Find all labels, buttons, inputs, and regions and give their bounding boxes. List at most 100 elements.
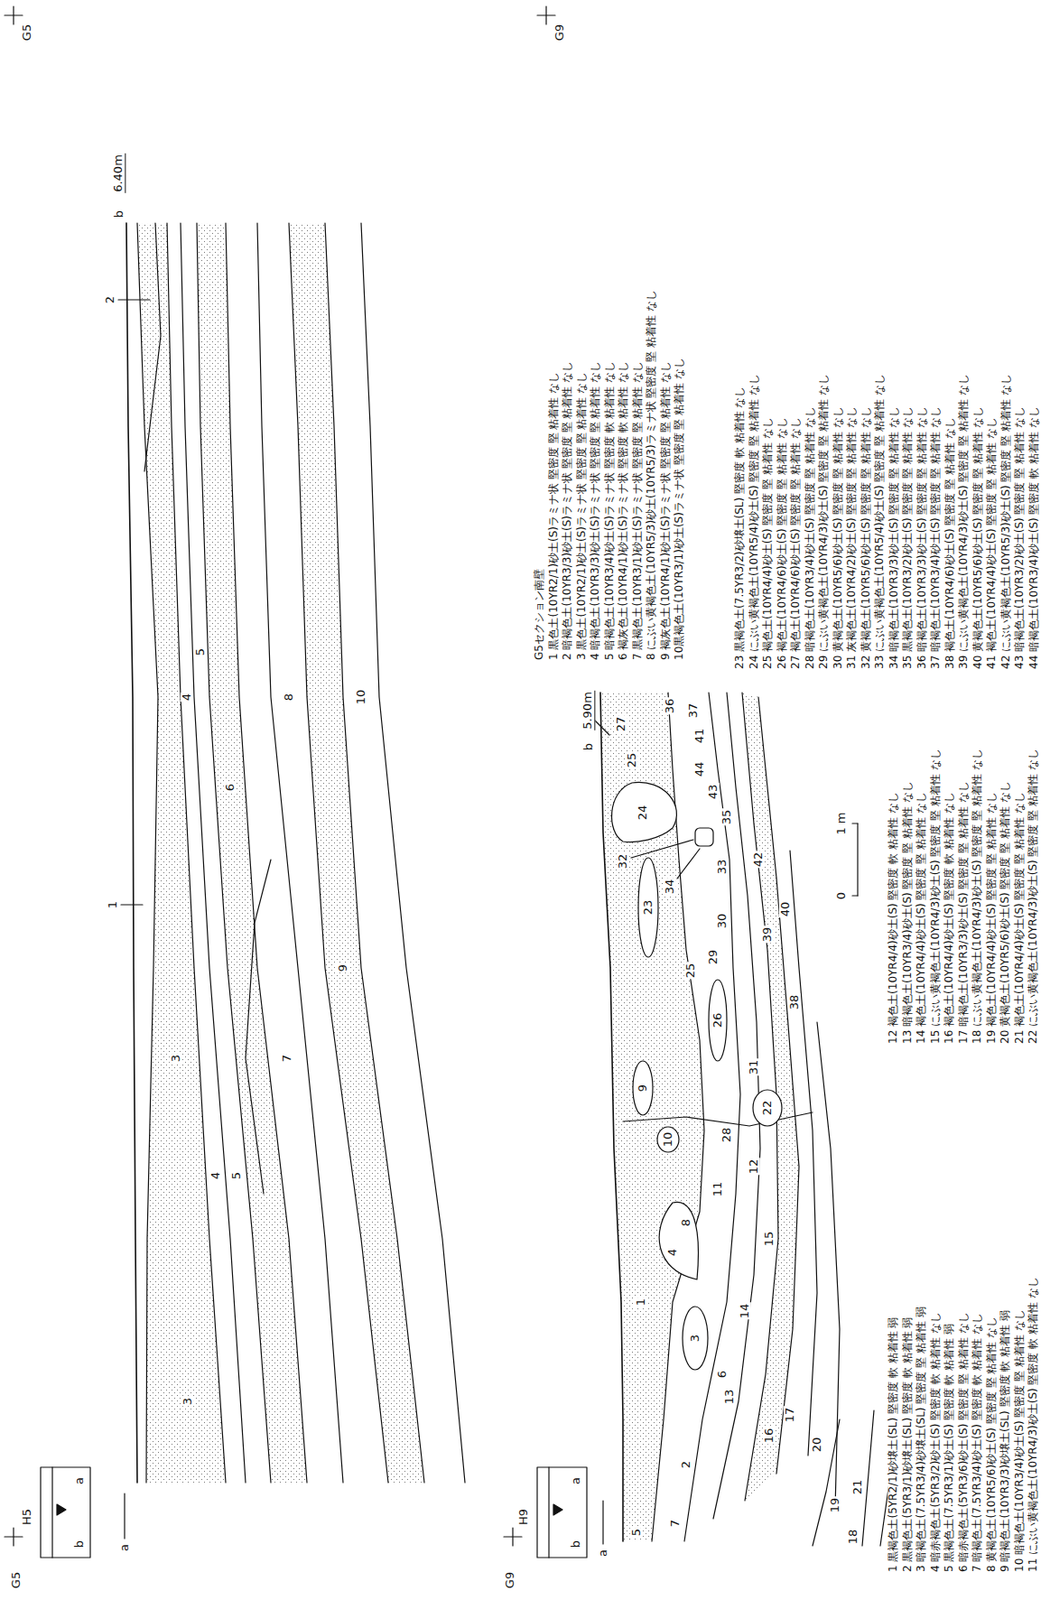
point-label: a bbox=[569, 1476, 583, 1486]
elevation-label: 5.90m bbox=[581, 690, 595, 731]
legend-line: 2 暗褐色土(10YR3/3)砂土(S)ラミナ状 堅密度 堅 粘着性 なし bbox=[561, 360, 574, 661]
callout-number: 15 bbox=[762, 1230, 776, 1248]
callout-number: 4 bbox=[209, 1170, 223, 1181]
legend-line: 37 暗褐色土(10YR3/4)砂土(S) 堅密度 堅 粘着性 なし bbox=[929, 405, 942, 670]
legend-line: 26 褐色土(10YR4/6)砂土(S) 堅密度 堅 粘着性 なし bbox=[776, 416, 789, 670]
point-label: a bbox=[596, 1548, 610, 1558]
callout-number: 13 bbox=[723, 1388, 736, 1406]
callout-number: 10 bbox=[661, 1131, 675, 1149]
legend-line: 7 黒褐色土(10YR3/1)砂土(S)ラミナ状 堅密度 堅 粘着性 なし bbox=[631, 360, 644, 661]
legend-line: 5 黒褐色土(7.5YR3/1)砂土(S) 堅密度 軟 粘着性 弱 bbox=[943, 1322, 956, 1573]
legend-line: 33 にぶい黄褐色土(10YR5/4)砂土(S) 堅密度 堅 粘着性 なし bbox=[873, 372, 886, 670]
legend-line: 40 黄褐色土(10YR5/6)砂土(S) 堅密度 堅 粘着性 なし bbox=[972, 405, 985, 670]
callout-number: 21 bbox=[851, 1478, 865, 1497]
callout-number: 27 bbox=[614, 715, 628, 734]
legend-line: 4 暗褐色土(10YR3/3)砂土(S)ラミナ状 堅密度 堅 粘着性 なし bbox=[589, 360, 602, 661]
figure-label: G5 bbox=[9, 1570, 23, 1589]
legend-line: 27 褐色土(10YR4/6)砂土(S) 堅密度 堅 粘着性 なし bbox=[789, 416, 802, 670]
legend-line: 32 黄褐色土(10YR5/6)砂土(S) 堅密度 堅 粘着性 なし bbox=[860, 405, 873, 670]
legend-line: 14 褐色土(10YR4/4)砂土(S) 堅密度 堅 粘着性 なし bbox=[915, 790, 928, 1045]
callout-number: 22 bbox=[761, 1099, 774, 1117]
legend-line: 13 暗褐色土(10YR3/4)砂土(S) 堅密度 堅 粘着性 なし bbox=[901, 780, 914, 1045]
point-label: b bbox=[569, 1539, 583, 1549]
grid-label: H5 bbox=[20, 1507, 34, 1526]
callout-number: 7 bbox=[280, 1053, 294, 1063]
callout-number: 2 bbox=[103, 295, 117, 305]
point-label: a bbox=[73, 1476, 86, 1486]
callout-number: 4 bbox=[666, 1247, 679, 1257]
scale-label: 1 m bbox=[835, 810, 848, 836]
legend-line: 10 暗褐色土(10YR3/4)砂土(S) 堅密度 堅 粘着性 なし bbox=[1013, 1308, 1026, 1573]
legend-line: 21 褐色土(10YR4/4)砂土(S) 堅密度 堅 粘着性 なし bbox=[1013, 790, 1026, 1045]
legend-line: 44 暗褐色土(10YR3/4)砂土(S) 堅密度 軟 粘着性 なし bbox=[1028, 405, 1041, 670]
callout-number: 29 bbox=[706, 948, 720, 967]
legend-line: 15 にぶい黄褐色土(10YR4/3)砂土(S) 堅密度 堅 粘着性 なし bbox=[929, 747, 942, 1045]
point-label: b bbox=[582, 742, 595, 752]
callout-number: 2 bbox=[679, 1459, 693, 1469]
callout-number: 1 bbox=[634, 1297, 648, 1307]
callout-number: 8 bbox=[282, 692, 296, 702]
legend-line: 17 暗褐色土(10YR3/3)砂土(S) 堅密度 堅 粘着性 なし bbox=[957, 780, 970, 1045]
legend-line: 12 褐色土(10YR4/4)砂土(S) 堅密度 軟 粘着性 なし bbox=[887, 790, 900, 1045]
legend-line: 38 褐色土(10YR4/6)砂土(S) 堅密度 堅 粘着性 なし bbox=[944, 416, 957, 670]
callout-number: 33 bbox=[715, 858, 729, 876]
callout-number: 17 bbox=[783, 1406, 797, 1424]
legend-line: 43 暗褐色土(10YR3/2)砂土(S) 堅密度 堅 粘着性 なし bbox=[1013, 405, 1026, 670]
legend-line: 9 褐灰色土(10YR4/1)砂土(S)ラミナ状 堅密度 堅 粘着性 なし bbox=[659, 360, 672, 661]
callout-number: 24 bbox=[636, 804, 650, 822]
legend-line: 42 にぶい黄褐色土(10YR5/3)砂土(S) 堅密度 堅 粘着性 なし bbox=[1000, 372, 1013, 670]
callout-number: 32 bbox=[616, 853, 630, 871]
callout-number: 26 bbox=[711, 1012, 725, 1030]
callout-number: 16 bbox=[762, 1427, 776, 1445]
legend-line: 2 黒褐色土(5YR3/1)砂壌土(SL) 堅密度 軟 粘着性 弱 bbox=[901, 1316, 914, 1573]
callout-number: 37 bbox=[687, 702, 700, 720]
legend-line: 30 黄褐色土(10YR5/6)砂土(S) 堅密度 堅 粘着性 なし bbox=[832, 405, 845, 670]
callout-number: 4 bbox=[180, 692, 194, 702]
legend-line: 24 にぶい黄褐色土(10YR5/4)砂土(S) 堅密度 堅 粘着性 なし bbox=[748, 372, 761, 670]
callout-number: 36 bbox=[663, 697, 677, 716]
legend-line: 29 にぶい黄褐色土(10YR4/3)砂土(S) 堅密度 堅 粘着性 なし bbox=[817, 372, 830, 670]
figure-label: G9 bbox=[503, 1570, 517, 1589]
legend-line: 19 褐色土(10YR4/4)砂土(S) 堅密度 堅 粘着性 なし bbox=[985, 790, 998, 1045]
callout-number: 43 bbox=[706, 783, 720, 801]
grid-label: G9 bbox=[553, 23, 567, 42]
callout-number: 35 bbox=[720, 808, 734, 827]
callout-number: 30 bbox=[715, 912, 729, 930]
legend-line: 34 暗褐色土(10YR3/3)砂土(S) 堅密度 堅 粘着性 なし bbox=[888, 405, 901, 670]
callout-number: 34 bbox=[663, 878, 677, 896]
legend-line: G5セクション南壁 bbox=[533, 567, 546, 661]
legend-line: 22 にぶい黄褐色土(10YR4/3)砂土(S) 堅密度 堅 粘着性 なし bbox=[1027, 747, 1040, 1045]
legend-line: 23 黒褐色土(7.5YR3/2)砂壌土(SL) 堅密度 軟 粘着性 なし bbox=[734, 385, 746, 670]
callout-number: 14 bbox=[738, 1302, 752, 1320]
callout-number: 3 bbox=[688, 1333, 702, 1343]
legend-line: 1 黒褐色土(5YR2/1)砂壌土(SL) 堅密度 軟 粘着性 弱 bbox=[887, 1316, 900, 1573]
callout-number: 3 bbox=[181, 1396, 195, 1406]
point-label: b bbox=[112, 209, 126, 219]
callout-number: 1 bbox=[106, 900, 120, 910]
legend-line: 36 暗褐色土(10YR3/3)砂土(S) 堅密度 堅 粘着性 なし bbox=[916, 405, 929, 670]
legend-line: 35 黒褐色土(10YR3/2)砂土(S) 堅密度 堅 粘着性 なし bbox=[901, 405, 914, 670]
legend-line: 20 黄褐色土(10YR5/6)砂土(S) 堅密度 堅 粘着性 なし bbox=[999, 780, 1012, 1045]
callout-number: 40 bbox=[779, 901, 792, 919]
callout-number: 10 bbox=[354, 688, 368, 707]
legend-line: 6 暗赤褐色土(5YR3/6)砂土(S) 堅密度 堅 粘着性 なし bbox=[957, 1310, 970, 1573]
callout-number: 44 bbox=[693, 761, 707, 779]
legend-line: 3 黒色土(10YR2/1)砂土(S)ラミナ状 堅密度 堅 粘着性 なし bbox=[576, 371, 588, 661]
legend-line: 3 暗褐色土(7.5YR3/4)砂壌土(SL) 堅密度 堅 粘着性 弱 bbox=[915, 1305, 928, 1573]
grid-label: H9 bbox=[517, 1507, 530, 1526]
legend-line: 6 褐灰色土(10YR4/1)砂土(S)ラミナ状 堅密度 軟 粘着性 なし bbox=[617, 360, 630, 661]
callout-number: 5 bbox=[630, 1527, 643, 1537]
callout-number: 23 bbox=[641, 899, 655, 917]
callout-number: 25 bbox=[684, 962, 697, 980]
legend-line: 16 褐色土(10YR4/4)砂土(S) 堅密度 軟 粘着性 なし bbox=[943, 790, 956, 1045]
callout-number: 28 bbox=[720, 1126, 734, 1144]
callout-number: 9 bbox=[336, 963, 350, 973]
callout-number: 41 bbox=[693, 727, 707, 745]
callout-number: 25 bbox=[625, 752, 639, 770]
callout-number: 3 bbox=[169, 1053, 183, 1063]
elevation-label: 6.40m bbox=[111, 153, 126, 194]
legend-line: 28 暗褐色土(10YR3/4)砂土(S) 堅密度 堅 粘着性 なし bbox=[804, 405, 817, 670]
grid-label: G5 bbox=[20, 23, 34, 42]
legend-line: 9 暗褐色土(10YR3/3)砂壌土(SL) 堅密度 軟 粘着性 弱 bbox=[999, 1309, 1012, 1573]
